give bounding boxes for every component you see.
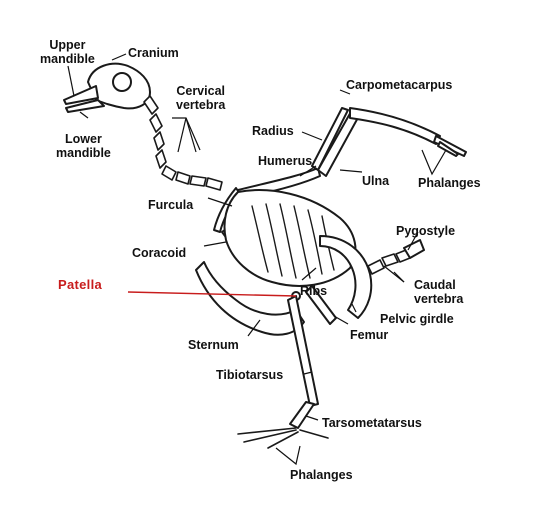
label-phalanges-wing: Phalanges bbox=[418, 176, 481, 190]
label-radius: Radius bbox=[252, 124, 294, 138]
label-phalanges-foot: Phalanges bbox=[290, 468, 353, 482]
label-tibiotarsus: Tibiotarsus bbox=[216, 368, 284, 382]
lower-mandible-bone bbox=[65, 99, 105, 113]
label-carpometacarpus: Carpometacarpus bbox=[346, 78, 453, 92]
label-cranium: Cranium bbox=[128, 46, 179, 60]
label-upper-mandible-text: Upper mandible bbox=[40, 38, 95, 66]
label-caudal-vertebra-text: Caudal vertebra bbox=[414, 278, 464, 306]
label-lower-mandible-text: Lower mandible bbox=[56, 132, 111, 160]
femur-bone bbox=[305, 285, 337, 325]
label-ulna: Ulna bbox=[362, 174, 390, 188]
ribcage-body bbox=[223, 189, 357, 287]
carpometacarpus-bone bbox=[349, 107, 441, 145]
pelvic-girdle-bone bbox=[319, 235, 373, 319]
label-ribs: Ribs bbox=[300, 284, 328, 298]
label-femur: Femur bbox=[350, 328, 389, 342]
upper-mandible-bone bbox=[63, 85, 99, 105]
label-furcula: Furcula bbox=[148, 198, 194, 212]
label-lower-mandible: Lower mandible bbox=[56, 132, 111, 160]
radius-bone bbox=[311, 107, 349, 171]
foot-phalanges-bones bbox=[237, 427, 329, 449]
pygostyle-bone bbox=[403, 239, 425, 259]
label-cervical-vertebra-text: Cervical vertebra bbox=[176, 84, 226, 112]
cervical-vertebra-chain bbox=[143, 95, 223, 191]
tarsometatarsus-bone bbox=[289, 401, 315, 429]
wing-phalanges-bone bbox=[433, 135, 467, 157]
label-cervical-vertebra: Cervical vertebra bbox=[176, 84, 225, 112]
label-upper-mandible: Upper mandible bbox=[40, 38, 95, 66]
label-sternum: Sternum bbox=[188, 338, 239, 352]
leader-lines bbox=[67, 53, 447, 466]
label-patella: Patella bbox=[58, 277, 103, 292]
label-humerus: Humerus bbox=[258, 154, 313, 168]
label-coracoid: Coracoid bbox=[132, 246, 187, 260]
eye-orbit bbox=[112, 72, 132, 92]
label-pelvic-girdle: Pelvic girdle bbox=[380, 312, 454, 326]
patella-pointer-line bbox=[127, 291, 297, 297]
label-caudal-vertebra: Caudal vertebra bbox=[414, 278, 463, 306]
label-tarsometatarsus: Tarsometatarsus bbox=[322, 416, 422, 430]
label-pygostyle: Pygostyle bbox=[396, 224, 456, 238]
tibiotarsus-bone bbox=[287, 295, 319, 407]
